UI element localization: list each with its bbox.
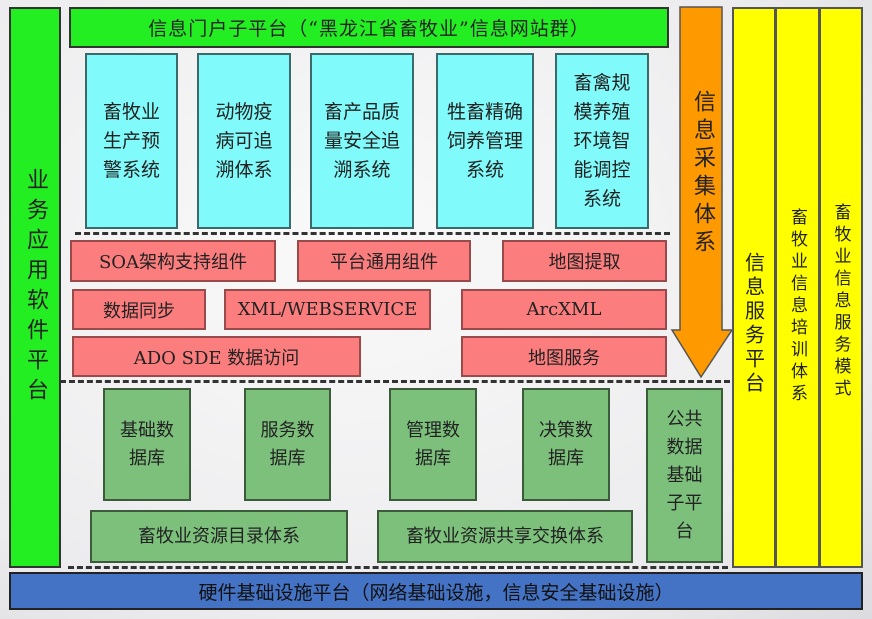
component-box: 地图服务 — [461, 336, 667, 377]
component-box: XML/WEBSERVICE — [224, 289, 431, 330]
component-box: 平台通用组件 — [297, 240, 471, 282]
system-box: 畜产品质量安全追溯系统 — [310, 53, 414, 229]
hardware-platform: 硬件基础设施平台（网络基础设施，信息安全基础设施） — [9, 572, 863, 610]
component-box: 数据同步 — [72, 289, 206, 330]
collection-label: 信息采集体系 — [690, 90, 715, 258]
portal-subplatform: 信息门户子平台（“黑龙江省畜牧业”信息网站群） — [69, 7, 669, 48]
system-box: 牲畜精确饲养管理系统 — [436, 53, 534, 229]
service-mode: 畜牧业信息服务模式 — [819, 7, 863, 568]
component-box: ArcXML — [461, 289, 667, 330]
business-app-platform: 业务应用软件平台 — [9, 7, 61, 568]
public-data-platform: 公共数据基础子平台 — [646, 388, 723, 563]
component-box: ADO SDE 数据访问 — [72, 336, 361, 377]
database-box: 决策数据库 — [522, 388, 610, 501]
system-box: 畜牧业生产预警系统 — [85, 53, 178, 229]
info-service-platform: 信息服务平台 — [732, 7, 776, 568]
resource-exchange: 畜牧业资源共享交换体系 — [377, 510, 633, 563]
system-box: 畜禽规模养殖环境智能调控系统 — [555, 53, 649, 229]
divider — [60, 380, 730, 383]
divider — [75, 232, 670, 235]
collection-arrow — [670, 6, 734, 379]
divider — [68, 566, 728, 569]
training-system: 畜牧业信息培训体系 — [775, 7, 820, 568]
resource-catalog: 畜牧业资源目录体系 — [90, 510, 348, 563]
system-box: 动物疫病可追溯体系 — [197, 53, 291, 229]
database-box: 服务数据库 — [244, 388, 331, 501]
component-box: 地图提取 — [502, 240, 667, 282]
database-box: 基础数据库 — [103, 388, 191, 501]
component-box: SOA架构支持组件 — [70, 240, 276, 282]
database-box: 管理数据库 — [389, 388, 477, 501]
